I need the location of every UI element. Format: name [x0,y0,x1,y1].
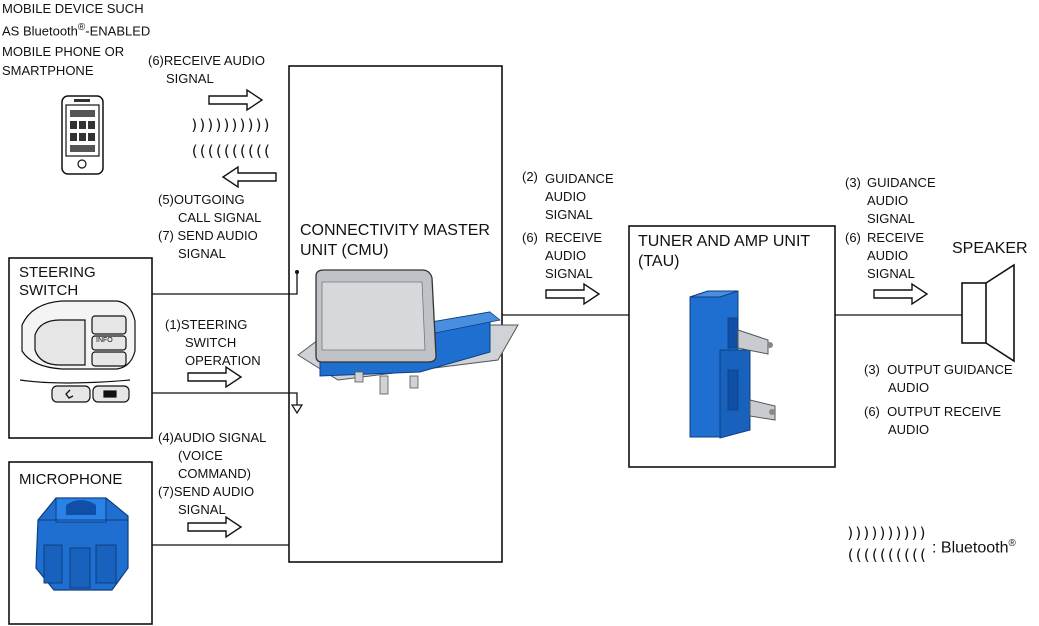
signal-receive-6e: AUDIO [545,248,587,263]
signal-guidance-3d: SIGNAL [867,211,915,226]
legend-label: : Bluetooth® [932,534,1016,558]
signal-send-7d: SIGNAL [178,502,226,517]
steering-switch-label-2: SWITCH [19,282,79,299]
signal-outgoing-5a: (5)OUTGOING [158,192,245,207]
mobile-label-4: SMARTPHONE [2,63,94,78]
signal-guidance-3c: AUDIO [867,193,909,208]
legend-waves-out: )))))))))) [846,524,927,542]
speaker-label: SPEAKER [952,240,1028,257]
cmu-unit-icon [297,269,519,395]
legend-waves-in: (((((((((( [846,546,927,564]
steering-switch-label-1: STEERING [19,264,96,281]
signal-guidance-2d: SIGNAL [545,207,593,222]
arrow-microphone-signal [187,515,243,539]
speaker-icon [961,263,1015,363]
signal-receive-6a: (6)RECEIVE AUDIO [148,53,266,68]
output-receive-6b: AUDIO [888,422,930,437]
signal-guidance-3a: (3) [845,175,861,190]
signal-audio-4b: (VOICE [178,448,223,463]
microphone-label: MICROPHONE [19,471,123,488]
cmu-box [288,65,503,563]
mobile-label-3: MOBILE PHONE OR [2,44,125,59]
arrow-receive-audio [208,88,264,112]
mobile-label-2b: -ENABLED [85,23,151,39]
microphone-icon [35,497,129,591]
steering-junction [295,270,299,274]
tau-label-2: (TAU) [638,253,680,270]
signal-send-7b: SIGNAL [178,246,226,261]
cmu-label-2: UNIT (CMU) [300,242,389,259]
signal-receive-6i: AUDIO [867,248,909,263]
arrow-outgoing-call [221,165,277,189]
registered-mark: ® [77,22,86,33]
mobile-phone-icon [61,95,104,175]
signal-receive-6c: (6) [522,230,538,245]
tau-label-1: TUNER AND AMP UNIT [638,233,811,250]
signal-guidance-2a: (2) [522,169,538,184]
ground-line [152,392,298,405]
signal-steering-1b: SWITCH [185,335,237,350]
signal-steering-1c: OPERATION [185,353,261,368]
steering-switch-box [8,257,153,439]
bluetooth-waves-in: (((((((((( [190,142,271,160]
steering-line [152,272,298,295]
mobile-label-1: MOBILE DEVICE SUCH [2,1,144,16]
tau-unit-icon [689,290,776,439]
signal-audio-4a: (4)AUDIO SIGNAL [158,430,267,445]
signal-send-7c: (7)SEND AUDIO [158,484,255,499]
signal-receive-6f: SIGNAL [545,266,593,281]
output-receive-6a: (6) OUTPUT RECEIVE [864,404,1002,419]
arrow-cmu-to-tau [545,282,601,306]
mobile-label-2: AS Bluetooth®-ENABLED [2,19,150,40]
mobile-label-2a: AS Bluetooth [2,23,78,39]
output-guidance-3b: AUDIO [888,380,930,395]
legend-registered-mark: ® [1008,538,1016,549]
signal-receive-6d: RECEIVE [545,230,603,245]
info-button-label: INFO [96,337,113,344]
signal-send-7a: (7) SEND AUDIO [158,228,258,243]
legend-label-text: : Bluetooth [932,539,1009,557]
bluetooth-waves-out: )))))))))) [190,116,271,134]
signal-outgoing-5b: CALL SIGNAL [178,210,262,225]
output-guidance-3a: (3) OUTPUT GUIDANCE [864,362,1013,377]
signal-audio-4c: COMMAND) [178,466,251,481]
signal-guidance-3b: GUIDANCE [867,175,936,190]
signal-receive-6j: SIGNAL [867,266,915,281]
arrow-tau-to-speaker [873,282,929,306]
arrow-steering-operation [187,365,243,389]
signal-receive-6b: SIGNAL [166,71,214,86]
signal-guidance-2c: AUDIO [545,189,587,204]
ground-symbol [290,404,304,415]
steering-switch-icon [19,300,136,403]
cmu-label-1: CONNECTIVITY MASTER [300,222,490,239]
signal-receive-6h: RECEIVE [867,230,925,245]
signal-guidance-2b: GUIDANCE [545,171,614,186]
tau-box [628,225,836,468]
signal-steering-1a: (1)STEERING [165,317,248,332]
signal-receive-6g: (6) [845,230,861,245]
microphone-box [8,461,153,625]
